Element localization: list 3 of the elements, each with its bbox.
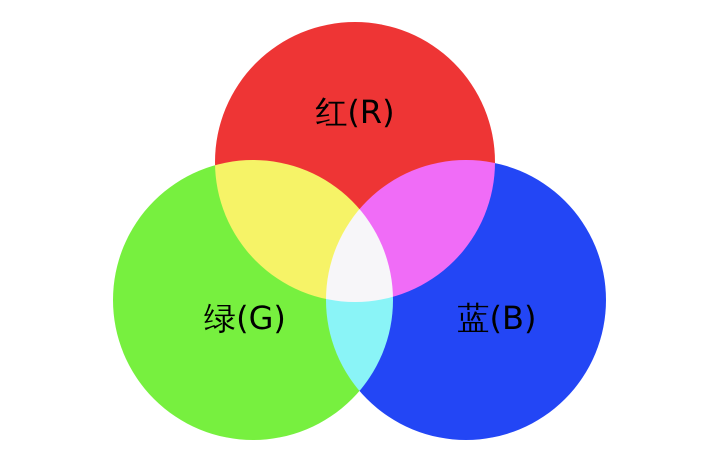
color-label: 蓝(B) bbox=[458, 302, 536, 334]
color-label: 红(R) bbox=[315, 96, 395, 128]
color-label: 绿(G) bbox=[204, 302, 286, 334]
